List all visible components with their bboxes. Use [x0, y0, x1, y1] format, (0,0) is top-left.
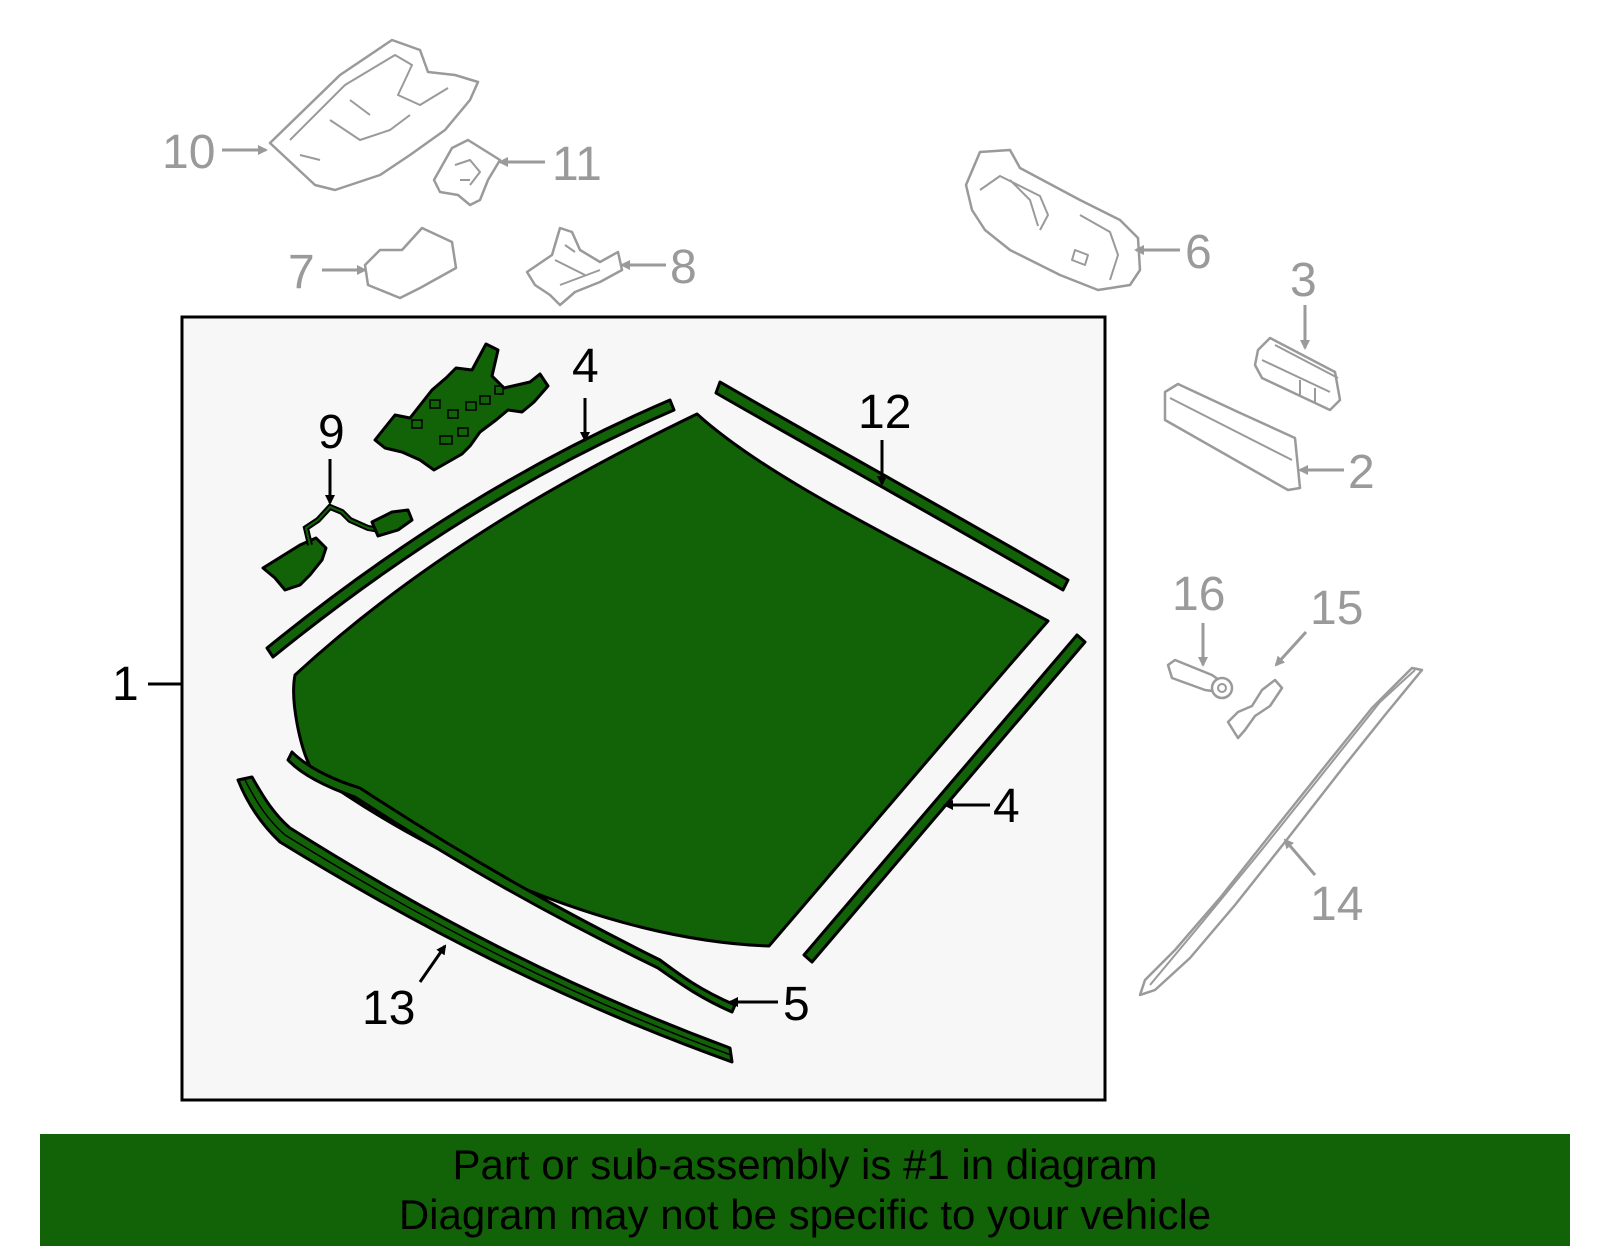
bolt-head-inner [1217, 683, 1227, 693]
sensor-wire-core [304, 505, 381, 546]
callout-9[interactable]: 9 [318, 406, 345, 459]
callout-8[interactable]: 8 [670, 241, 697, 294]
callout-15[interactable]: 15 [1310, 582, 1363, 635]
retainer-clip[interactable] [1226, 678, 1284, 740]
side-molding[interactable] [802, 633, 1087, 964]
mounting-bracket-details [411, 385, 504, 445]
callout-7[interactable]: 7 [288, 246, 315, 299]
arrow-13 [418, 944, 447, 983]
callout-6[interactable]: 6 [1185, 226, 1212, 279]
sensor-pad[interactable] [1163, 382, 1302, 492]
callout-16[interactable]: 16 [1172, 568, 1225, 621]
clip-bracket-detail [554, 244, 601, 286]
mounting-bracket[interactable] [373, 342, 550, 472]
rear-view-mirror[interactable] [964, 148, 1142, 292]
small-bracket[interactable] [432, 138, 502, 207]
lower-seal[interactable] [286, 750, 737, 1014]
trim-strip-detail [1149, 669, 1416, 986]
callout-5[interactable]: 5 [783, 978, 810, 1031]
banner-line-2: Diagram may not be specific to your vehi… [398, 1191, 1212, 1238]
sensor-pad-detail [1169, 397, 1293, 461]
windshield-glass[interactable] [292, 412, 1050, 948]
rear-view-mirror-detail [979, 175, 1119, 281]
mirror-cover[interactable] [268, 38, 480, 192]
upper-molding-left[interactable] [265, 398, 676, 659]
sensor-clip-detail [1261, 344, 1339, 402]
arrow-15 [1274, 630, 1308, 667]
callout-4-top[interactable]: 4 [572, 340, 599, 393]
callout-1[interactable]: 1 [112, 658, 139, 711]
upper-molding-right[interactable] [714, 380, 1070, 592]
callout-12[interactable]: 12 [858, 386, 911, 439]
callout-2[interactable]: 2 [1348, 446, 1375, 499]
callout-14[interactable]: 14 [1310, 878, 1363, 931]
cowl-molding[interactable] [236, 775, 734, 1064]
callout-4-side[interactable]: 4 [993, 780, 1020, 833]
callout-13[interactable]: 13 [362, 982, 415, 1035]
bolt-head [1210, 676, 1234, 700]
banner-line-1: Part or sub-assembly is #1 in diagram [452, 1141, 1158, 1188]
sensor-clip[interactable] [1253, 336, 1342, 412]
arrow-14 [1283, 838, 1317, 876]
sensor-connector [370, 508, 414, 538]
callout-10[interactable]: 10 [162, 126, 215, 179]
callout-11[interactable]: 11 [552, 138, 602, 191]
cover-plate[interactable] [363, 226, 458, 300]
small-bracket-detail [454, 159, 481, 186]
clip-bracket[interactable] [525, 226, 624, 307]
mirror-cover-detail [289, 54, 449, 161]
callout-3[interactable]: 3 [1290, 254, 1317, 307]
info-banner: Part or sub-assembly is #1 in diagram Di… [40, 1134, 1570, 1246]
cowl-molding-inner-line [244, 779, 732, 1056]
